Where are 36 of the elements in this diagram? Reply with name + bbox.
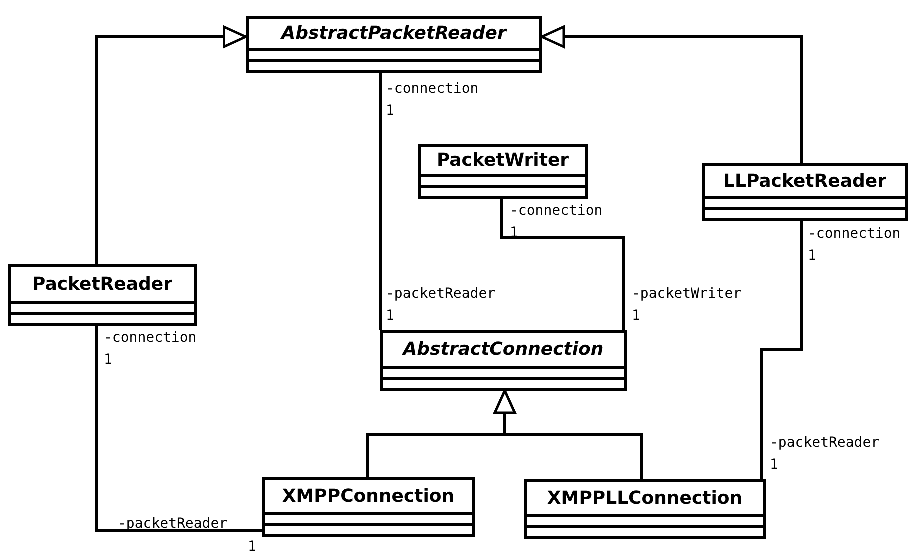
multiplicity-label: 1 [386,308,394,324]
role-label: -packetReader [386,286,496,302]
class-name: PacketReader [32,274,172,294]
multiplicity-label: 1 [770,457,778,473]
class-name: AbstractConnection [403,339,604,360]
generalization-arrow [494,390,644,479]
class-box [380,330,627,391]
class-name: XMPPConnection [282,486,455,506]
class-box [262,477,475,537]
association-line [96,326,262,532]
class-name: PacketWriter [436,150,570,171]
multiplicity-label: 1 [632,308,640,324]
class-box [702,163,908,221]
generalization-arrow [96,26,248,264]
generalization-arrow [540,26,804,163]
association-line [380,73,382,330]
role-label: -connection [104,330,197,346]
role-label: -packetReader [770,435,880,451]
multiplicity-label: 1 [248,539,256,555]
association-line [760,221,804,479]
association-line [500,199,626,330]
class-name: XMPPLLConnection [547,488,743,508]
class-box [524,479,766,539]
role-label: -packetWriter [632,286,742,302]
multiplicity-label: 1 [808,248,816,264]
role-label: -connection [808,226,901,242]
class-box [418,144,588,199]
class-box [8,264,197,326]
role-label: -packetReader [118,516,228,532]
class-box [246,16,542,73]
multiplicity-label: 1 [386,103,394,119]
multiplicity-label: 1 [104,352,112,368]
role-label: -connection [386,81,479,97]
class-name: LLPacketReader [724,170,886,192]
class-name: AbstractPacketReader [282,23,506,44]
role-label: -connection [510,203,603,219]
